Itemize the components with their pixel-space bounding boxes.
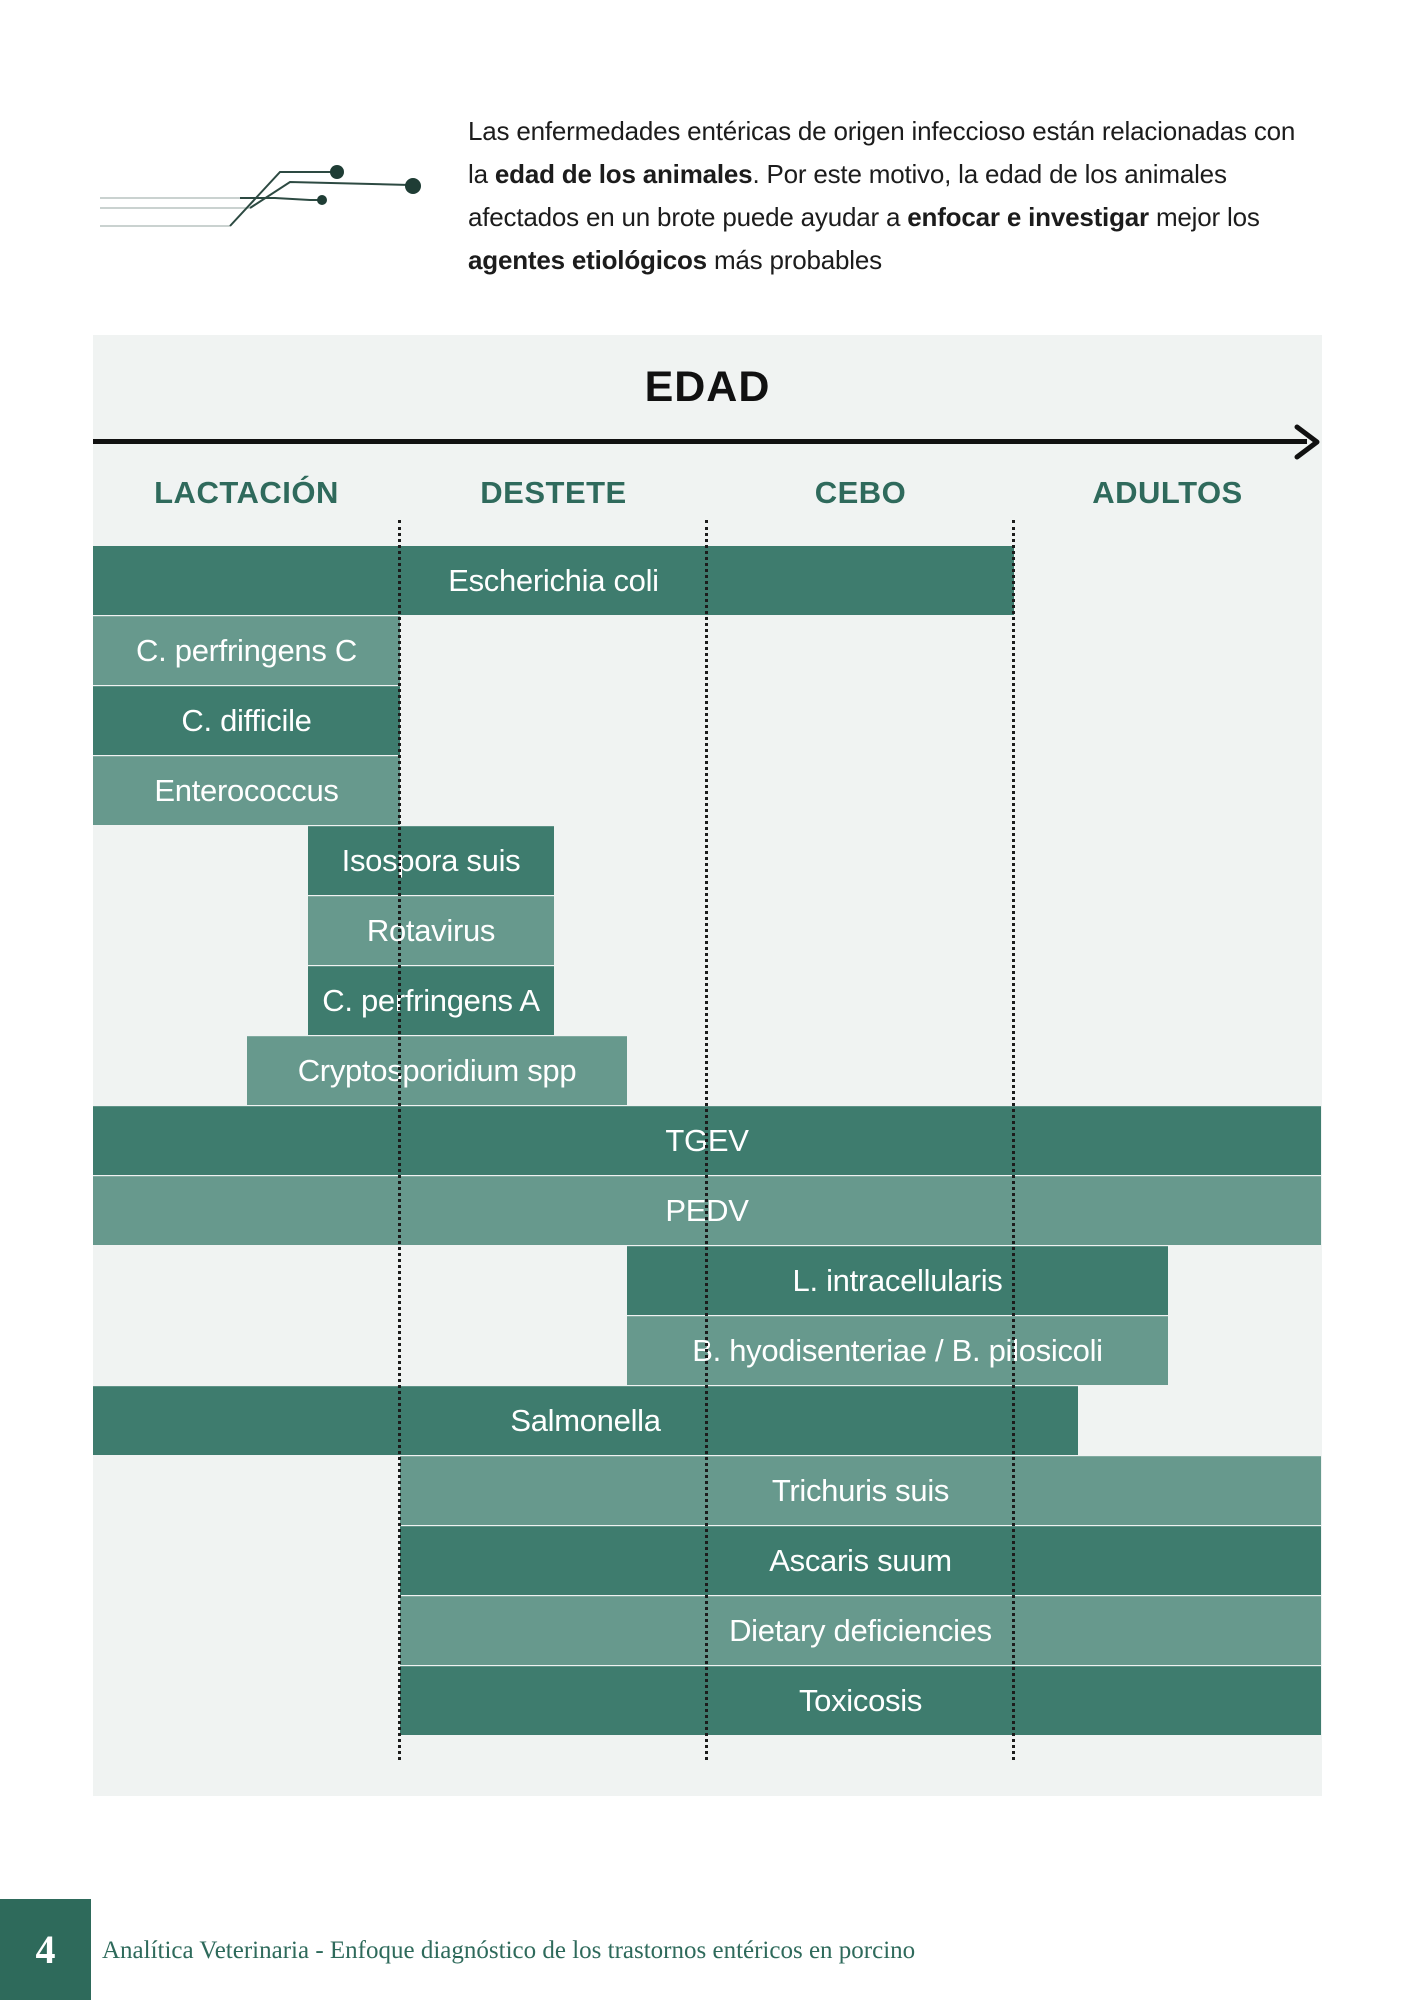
agent-label: Salmonella: [510, 1402, 661, 1438]
intro-text: mejor los: [1148, 202, 1260, 232]
agent-bar: Enterococcus: [93, 756, 400, 825]
agent-bar: Isospora suis: [308, 826, 554, 895]
agent-label: C. perfringens A: [322, 982, 540, 1018]
stage-label-cebo: CEBO: [814, 475, 907, 510]
circuit-decoration: [100, 165, 421, 227]
agent-label: C. difficile: [181, 702, 312, 738]
agent-bar: Cryptosporidium spp: [247, 1036, 627, 1105]
intro-text: más probables: [706, 245, 882, 275]
axis-arrowhead-icon: [1294, 424, 1320, 460]
agent-bar: Trichuris suis: [400, 1456, 1321, 1525]
agent-label: Enterococcus: [154, 772, 339, 808]
intro-paragraph: Las enfermedades entéricas de origen inf…: [468, 110, 1298, 282]
agent-label: C. perfringens C: [136, 632, 357, 668]
page-number: 4: [35, 1927, 56, 1972]
stage-divider: [398, 520, 401, 1760]
agent-label: Cryptosporidium spp: [297, 1052, 577, 1088]
stage-divider: [1012, 520, 1015, 1760]
stage-label-adultos: ADULTOS: [1092, 475, 1243, 510]
agent-bar: Rotavirus: [308, 896, 554, 965]
intro-emphasis: agentes etiológicos: [468, 245, 707, 275]
stage-label-lactacion: LACTACIÓN: [154, 475, 339, 510]
agent-label: Isospora suis: [341, 842, 521, 878]
agent-label: Dietary deficiencies: [729, 1612, 992, 1648]
agent-bar: L. intracellularis: [627, 1246, 1168, 1315]
agent-bar: Salmonella: [93, 1386, 1078, 1455]
stage-label-destete: DESTETE: [480, 475, 627, 510]
stage-divider: [705, 520, 708, 1760]
agent-bar: C. perfringens C: [93, 616, 400, 685]
chart-title: EDAD: [644, 363, 771, 411]
agent-label: Ascaris suum: [769, 1542, 952, 1578]
age-axis-line: [93, 439, 1307, 444]
intro-emphasis: enfocar e investigar: [907, 202, 1149, 232]
intro-emphasis: edad de los animales: [494, 159, 753, 189]
age-chart-panel: EDAD LACTACIÓN DESTETE CEBO ADULTOS Esch…: [93, 335, 1322, 1796]
agent-bar: C. perfringens A: [308, 966, 554, 1035]
page-number-box: 4: [0, 1899, 91, 2000]
agent-label: Rotavirus: [366, 912, 496, 948]
agent-bar: Toxicosis: [400, 1666, 1321, 1735]
agent-label: Toxicosis: [798, 1682, 923, 1718]
footer-title: Analítica Veterinaria - Enfoque diagnóst…: [102, 1937, 916, 1964]
agent-bar: Dietary deficiencies: [400, 1596, 1321, 1665]
agent-bar: Ascaris suum: [400, 1526, 1321, 1595]
intro-text: Las enfermedades entéricas de origen inf…: [468, 116, 1296, 189]
agent-label: Escherichia coli: [448, 562, 659, 598]
agent-bar: C. difficile: [93, 686, 400, 755]
agent-label: B. hyodisenteriae / B. pilosicoli: [692, 1332, 1103, 1368]
agent-bar: B. hyodisenteriae / B. pilosicoli: [627, 1316, 1168, 1385]
intro-text: . Por este motivo, la edad de los animal…: [468, 159, 1227, 232]
agent-bar: Escherichia coli: [93, 546, 1014, 615]
agent-label: Trichuris suis: [771, 1472, 950, 1508]
agent-label: L. intracellularis: [792, 1262, 1003, 1298]
